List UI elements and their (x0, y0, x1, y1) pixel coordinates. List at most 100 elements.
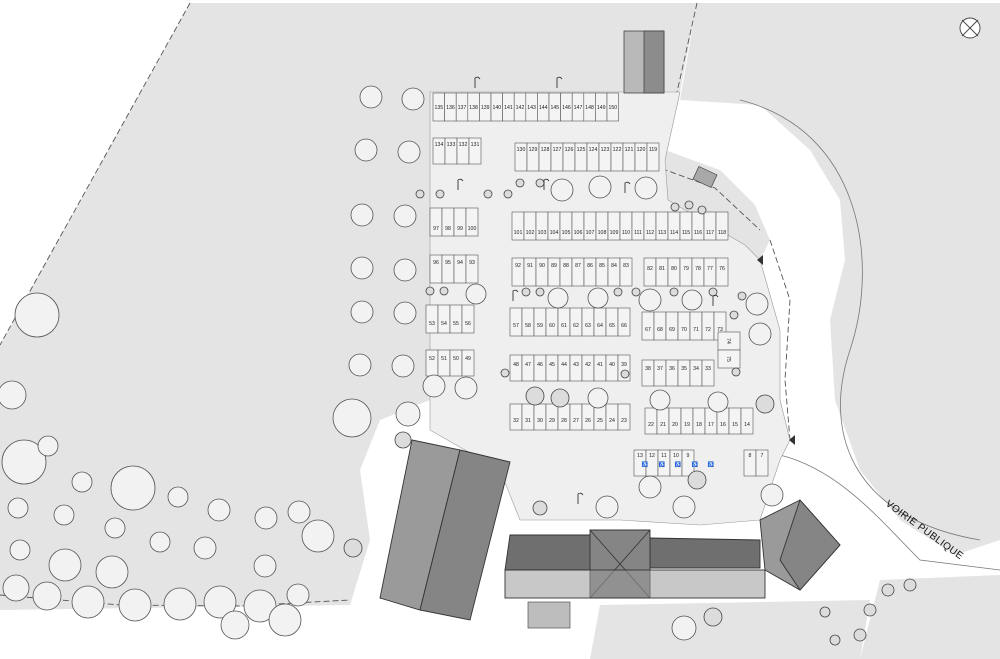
tree-icon (649, 389, 671, 411)
tree-icon (439, 286, 449, 296)
parking-stall (425, 304, 439, 334)
parking-stall-number: 62 (573, 323, 579, 329)
tree-icon (638, 475, 662, 499)
tree-icon (465, 283, 487, 305)
entrance-steps (527, 601, 571, 629)
parking-stall-number: 51 (441, 356, 447, 362)
parking-stall-number: 60 (549, 323, 555, 329)
parking-stall (465, 207, 479, 237)
tree-icon (672, 495, 696, 519)
tree-icon (515, 178, 525, 188)
parking-stall-number: 130 (517, 147, 526, 153)
parking-stall (533, 354, 547, 382)
parking-stall-number: 89 (551, 263, 557, 269)
tree-icon (903, 578, 917, 592)
parking-stall-number: 42 (585, 362, 591, 368)
parking-stall (677, 311, 691, 341)
tree-icon (359, 85, 383, 109)
lamp-post-icon (556, 76, 563, 88)
parking-stall-number: 103 (538, 230, 547, 236)
parking-stall (569, 354, 583, 382)
parking-stall-number: 120 (637, 147, 646, 153)
north-west-boundary (0, 2, 191, 346)
parking-stall (701, 311, 715, 341)
parking-stall-number: 138 (469, 105, 478, 111)
parking-stall (605, 307, 619, 337)
parking-stall-number: 45 (549, 362, 555, 368)
parking-stall-number: 136 (446, 105, 455, 111)
tree-icon (748, 322, 772, 346)
parking-stall (644, 407, 658, 435)
parking-stall-number: 40 (609, 362, 615, 368)
parking-stall (680, 407, 694, 435)
tree-icon (1, 439, 47, 485)
parking-stall-number: 139 (481, 105, 490, 111)
parking-stall-number: 118 (718, 230, 726, 236)
tree-icon (220, 610, 250, 640)
parking-stall-number: 144 (539, 105, 548, 111)
small-shed (692, 165, 718, 189)
tree-icon (755, 394, 775, 414)
parking-stall-number: 95 (445, 260, 451, 266)
tree-icon (620, 369, 630, 379)
parking-stall-number: 122 (613, 147, 622, 153)
parking-stall-number: 68 (657, 327, 663, 333)
tree-icon (48, 548, 82, 582)
parking-stall (509, 403, 523, 431)
parking-stall-number: 116 (694, 230, 702, 236)
parking-stall-number: 96 (433, 260, 439, 266)
parking-stall (468, 137, 482, 165)
parking-stall (545, 307, 559, 337)
parking-stall-number: 81 (659, 266, 665, 272)
tree-icon (354, 138, 378, 162)
tree-icon (243, 589, 277, 623)
tree-icon (503, 189, 513, 199)
parking-stall-number: 149 (597, 105, 606, 111)
parking-stall-number: 82 (647, 266, 653, 272)
parking-stall-number: 83 (623, 263, 629, 269)
tree-icon (547, 287, 569, 309)
parking-stall-number: 132 (459, 142, 468, 148)
parking-stall (521, 354, 535, 382)
tree-icon (684, 200, 694, 210)
north-lawn-strip (665, 150, 770, 260)
parking-stall (557, 403, 571, 431)
tree-icon (587, 287, 609, 309)
parking-stall (533, 403, 547, 431)
parking-stall (681, 449, 695, 477)
parking-stall-number: 26 (585, 418, 591, 424)
tree-icon (521, 287, 531, 297)
tree-icon (287, 500, 311, 524)
lamp-post-icon (712, 294, 719, 306)
lamp-post-icon (543, 178, 550, 190)
parking-stall-number: 107 (586, 230, 595, 236)
parking-stall (653, 311, 667, 341)
lamp-post-icon (457, 178, 464, 190)
parking-stall-number: 31 (525, 418, 531, 424)
parking-stall-number: 16 (720, 422, 726, 428)
parking-stall (521, 307, 535, 337)
parking-stall-number: 35 (681, 366, 687, 372)
east-lawn (680, 3, 1000, 555)
parking-stall-number: 29 (549, 418, 555, 424)
parking-stall-number: 146 (562, 105, 571, 111)
main-building-west-roof (419, 449, 511, 621)
lamp-post-icon (624, 181, 631, 193)
parking-stall (569, 307, 583, 337)
west-lawn (0, 3, 697, 610)
parking-stall (656, 407, 670, 435)
parking-stall (593, 307, 607, 337)
parking-stall-number: 100 (468, 226, 477, 232)
parking-stall (533, 307, 547, 337)
fence-line (769, 239, 791, 441)
parking-stall (581, 307, 595, 337)
parking-stall (689, 311, 703, 341)
parking-stall-number: 14 (744, 422, 750, 428)
parking-stall-number: 91 (527, 263, 533, 269)
parking-stall-number: 85 (599, 263, 605, 269)
tree-icon (535, 287, 545, 297)
parking-stall-number: 108 (598, 230, 607, 236)
parking-stall-number: 39 (621, 362, 627, 368)
tree-icon (863, 603, 877, 617)
tree-icon (53, 504, 75, 526)
